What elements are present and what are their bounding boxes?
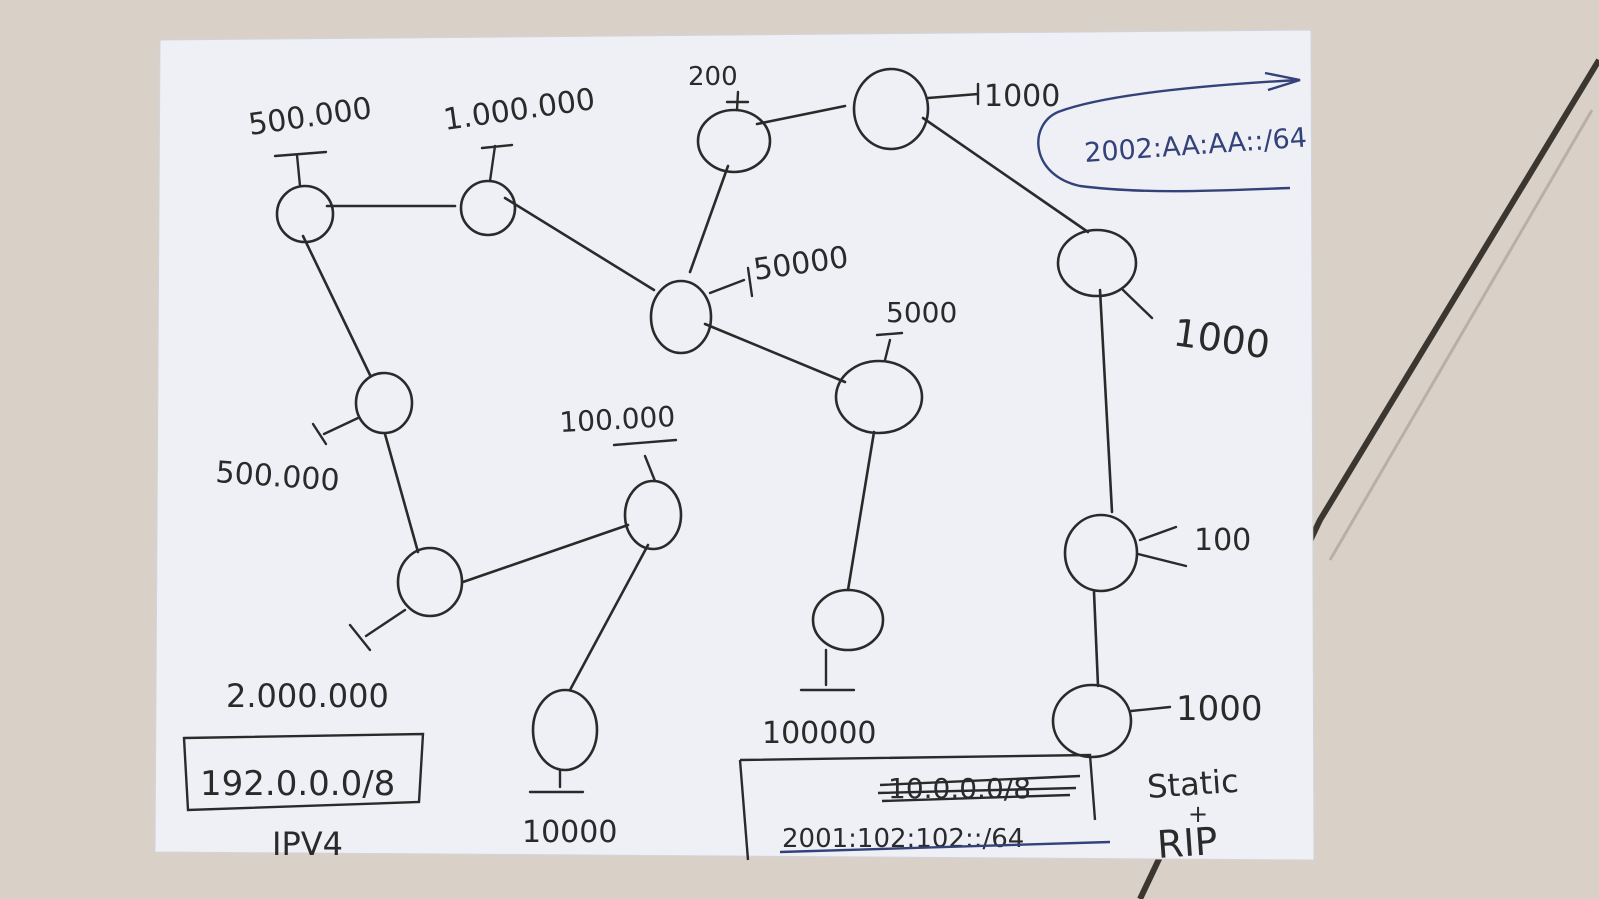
router-node <box>459 179 517 237</box>
cost-label: 100.000 <box>559 400 676 439</box>
cost-stub <box>799 648 856 692</box>
cost-stub <box>1129 705 1172 713</box>
ipv6-network-outline <box>1037 78 1299 193</box>
router-node <box>623 479 683 551</box>
cost-label: 500.000 <box>214 455 340 499</box>
cost-stub <box>528 769 585 794</box>
nodes <box>275 67 1139 772</box>
router-node <box>531 688 599 772</box>
edge-n11-n8 <box>461 523 630 584</box>
edge-n5-n6 <box>703 322 847 384</box>
edge-n3-n4 <box>755 104 847 126</box>
cost-stub <box>875 331 904 362</box>
edge-n1-n7 <box>301 234 372 377</box>
cost-label: 1000 <box>984 79 1060 114</box>
router-node <box>811 588 885 652</box>
cost-label: 100000 <box>762 716 877 751</box>
edges <box>301 104 1114 692</box>
cost-label: 2.000.000 <box>226 677 389 715</box>
router-node <box>649 279 713 355</box>
router-node <box>1051 683 1133 759</box>
plus-label: + <box>1188 800 1208 828</box>
cost-label: 200 <box>688 62 738 92</box>
edge-n6-n13 <box>846 430 876 592</box>
cost-label: 1000 <box>1176 689 1263 729</box>
cost-stub <box>612 438 678 483</box>
cost-stub <box>926 82 980 106</box>
cost-stub <box>725 90 750 112</box>
cost-stub <box>708 266 754 298</box>
router-node <box>834 359 924 435</box>
router-node <box>1063 513 1139 593</box>
cost-label: 100 <box>1194 523 1251 558</box>
edge-n7-n11 <box>383 432 420 554</box>
edge-n9-n10 <box>1098 288 1114 514</box>
ipv4-box <box>182 732 425 812</box>
routing-info-box <box>738 753 1097 861</box>
cost-stub <box>1136 525 1188 568</box>
arrow-icon <box>1264 71 1301 92</box>
edge-n4-n9 <box>921 116 1090 234</box>
router-node <box>275 184 335 244</box>
cost-label: 5000 <box>886 296 957 329</box>
cost-label: 10000 <box>522 815 617 850</box>
routing-protocol-label: Static <box>1146 762 1240 806</box>
cost-stub <box>348 608 407 652</box>
edge-n10-n14 <box>1092 590 1100 688</box>
router-node <box>1056 228 1138 298</box>
edge-n3-n5 <box>688 164 730 274</box>
floor-tile-seam-light <box>1328 109 1594 561</box>
ipv6-network-label: 2001:102:102::/64 <box>782 824 1024 854</box>
cost-stub <box>1121 288 1154 320</box>
cost-stub <box>273 150 328 188</box>
paper-sheet <box>154 29 1315 861</box>
strike-through <box>877 774 1081 803</box>
cost-stub <box>480 143 514 183</box>
router-node <box>852 67 930 151</box>
ipv4-caption: IPV4 <box>272 825 343 863</box>
cost-stubs <box>273 82 1188 794</box>
cost-stub <box>311 416 360 446</box>
router-node <box>696 108 772 174</box>
ipv4-network-label: 192.0.0.0/8 <box>200 764 395 804</box>
edge-n2-n5 <box>503 196 656 292</box>
router-node <box>354 371 414 435</box>
ipv6-underline <box>779 840 1111 854</box>
routing-protocol-label: RIP <box>1156 819 1219 867</box>
edge-n8-n12 <box>568 543 650 692</box>
router-node <box>396 546 464 618</box>
